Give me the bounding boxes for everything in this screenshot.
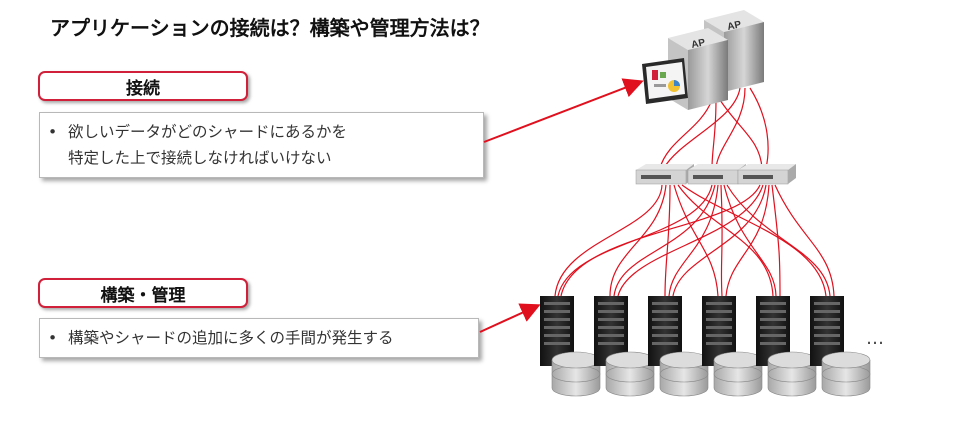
monitor-icon <box>642 58 688 104</box>
build-line: 構築やシャードの追加に多くの手間が発生する <box>68 329 394 347</box>
ap-label: AP <box>690 37 706 51</box>
switch-icon <box>635 164 694 185</box>
disk-stack-icon <box>551 351 601 397</box>
connect-line-1: 欲しいデータがどのシャードにあるかを <box>68 123 348 141</box>
db-server-icon <box>540 296 574 366</box>
switch-icon <box>687 164 746 185</box>
connect-line-2: 特定した上で接続しなければいけない <box>68 149 332 167</box>
switch-db-links <box>554 184 835 297</box>
build-heading-label: 構築・管理 <box>100 285 186 306</box>
disk-stack-icon <box>821 351 871 397</box>
connect-heading: 接続 <box>38 71 248 101</box>
db-server-icon <box>648 296 682 366</box>
page-title: アプリケーションの接続は？構築や管理方法は？ <box>50 16 490 40</box>
bullet-dot: • <box>48 123 58 141</box>
connect-description: • 欲しいデータがどのシャードにあるかを 特定した上で接続しなければいけない <box>39 112 484 178</box>
switch-icon <box>737 164 796 185</box>
build-heading: 構築・管理 <box>38 278 248 308</box>
disk-stack-icon <box>605 351 655 397</box>
disk-stack-icon <box>767 351 817 397</box>
ap-switch-links <box>659 87 769 169</box>
build-arrow <box>479 303 541 333</box>
bullet-dot: • <box>48 329 58 347</box>
connect-heading-label: 接続 <box>126 78 160 99</box>
disk-stack-icon <box>713 351 763 397</box>
build-description: • 構築やシャードの追加に多くの手間が発生する <box>39 318 479 358</box>
more-ellipsis: … <box>866 328 884 349</box>
disk-stack-icon <box>659 351 709 397</box>
connect-arrow <box>483 78 644 143</box>
ap-label: AP <box>726 19 742 33</box>
